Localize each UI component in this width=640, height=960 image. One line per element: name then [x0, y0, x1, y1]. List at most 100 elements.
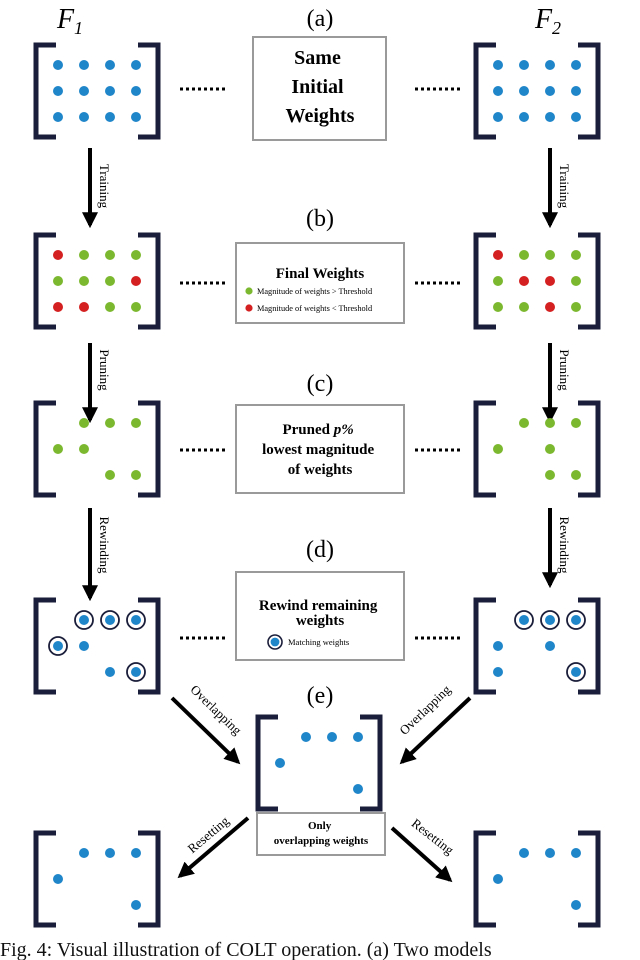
- weight-dot-green: [545, 470, 555, 480]
- weight-dot-blue: [545, 615, 555, 625]
- weight-matrix-left-c: [33, 400, 161, 498]
- weight-dot-green: [53, 444, 63, 454]
- colt-diagram: F1 F2 (a) (b) (c) (d) (e) Same Initial W…: [33, 4, 601, 928]
- weight-dot-blue: [545, 848, 555, 858]
- weight-dot-blue: [131, 848, 141, 858]
- matrix-bracket: [255, 714, 278, 812]
- weight-dot-green: [545, 444, 555, 454]
- weight-matrix-right-d: [473, 597, 601, 695]
- weight-dot-green: [493, 302, 503, 312]
- weight-dot-green: [79, 444, 89, 454]
- weight-dot-blue: [79, 848, 89, 858]
- weight-dot-blue: [519, 60, 529, 70]
- weight-dot-blue: [105, 667, 115, 677]
- stage-d-text: Rewind remaining weights: [259, 598, 381, 629]
- weight-matrix-left-b: [33, 232, 161, 330]
- weight-dot-green: [131, 470, 141, 480]
- weight-dot-green: [493, 276, 503, 286]
- weight-dot-blue: [493, 667, 503, 677]
- weight-dot-green: [493, 444, 503, 454]
- vertical-arrows: [82, 148, 558, 602]
- weight-matrix-right-a: [473, 42, 601, 140]
- weight-dot-green: [53, 276, 63, 286]
- weight-dot-red: [53, 250, 63, 260]
- weight-dot-green: [571, 418, 581, 428]
- matrix-bracket: [578, 232, 601, 330]
- weight-matrix-right-c: [473, 400, 601, 498]
- weight-dot-blue: [571, 60, 581, 70]
- overlapping-label-right: Overlapping: [396, 681, 454, 737]
- matrix-bracket: [578, 400, 601, 498]
- weight-dot-green: [545, 250, 555, 260]
- weight-dot-blue: [53, 60, 63, 70]
- weight-dot-green: [105, 276, 115, 286]
- weight-dot-blue: [493, 60, 503, 70]
- weight-dot-green: [105, 250, 115, 260]
- overlapping-arrow-left: [170, 696, 241, 765]
- weight-dot-blue: [131, 667, 141, 677]
- weight-dot-green: [571, 250, 581, 260]
- stage-a-tag: (a): [307, 6, 334, 32]
- weight-dot-green: [105, 470, 115, 480]
- weight-dot-blue: [53, 112, 63, 122]
- weight-matrix-right-b: [473, 232, 601, 330]
- weight-dot-blue: [353, 784, 363, 794]
- weight-dot-blue: [493, 86, 503, 96]
- weight-dot-green: [545, 418, 555, 428]
- weight-dot-green: [79, 276, 89, 286]
- weight-matrix-left-a: [33, 42, 161, 140]
- matrix-bracket: [138, 830, 161, 928]
- stage-b-tag: (b): [306, 206, 334, 232]
- weight-dot-blue: [53, 86, 63, 96]
- resetting-arrow-left: [177, 816, 250, 879]
- weight-dot-blue: [79, 86, 89, 96]
- weight-dot-blue: [519, 112, 529, 122]
- weight-dot-blue: [571, 900, 581, 910]
- matrix-bracket: [138, 597, 161, 695]
- weight-dot-red: [53, 302, 63, 312]
- weight-dot-green: [79, 250, 89, 260]
- weight-dot-blue: [493, 641, 503, 651]
- training-label-right: Training: [557, 164, 572, 209]
- stage-a-box: [252, 36, 387, 141]
- weight-dot-red: [493, 250, 503, 260]
- weight-dot-blue: [105, 848, 115, 858]
- matrix-bracket: [473, 232, 496, 330]
- weight-dot-blue: [545, 86, 555, 96]
- weight-dot-blue: [105, 86, 115, 96]
- weight-dot-blue: [571, 615, 581, 625]
- weight-matrix-right-f: [473, 830, 601, 928]
- matrix-bracket: [473, 597, 496, 695]
- matrix-bracket: [473, 400, 496, 498]
- weight-dot-green: [105, 302, 115, 312]
- matrix-bracket: [578, 597, 601, 695]
- weight-dot-blue: [301, 732, 311, 742]
- weight-dot-blue: [545, 641, 555, 651]
- weight-dot-blue: [131, 86, 141, 96]
- weight-dot-blue: [545, 60, 555, 70]
- weight-dot-blue: [131, 60, 141, 70]
- legend-above-threshold: Magnitude of weights > Threshold: [257, 287, 373, 296]
- weight-dot-green: [519, 418, 529, 428]
- weight-dot-blue: [519, 86, 529, 96]
- weight-dot-blue: [53, 641, 63, 651]
- stage-e-box: [256, 812, 386, 856]
- weight-dot-blue: [131, 112, 141, 122]
- weight-dot-blue: [105, 615, 115, 625]
- weight-dot-blue: [571, 667, 581, 677]
- stage-b-box: [235, 242, 405, 324]
- stage-a-text: Same Initial Weights: [286, 47, 355, 127]
- weight-dot-green: [571, 302, 581, 312]
- rewinding-label-left: Rewinding: [97, 516, 112, 574]
- diagonal-arrows: [170, 696, 472, 883]
- weight-dot-green: [519, 302, 529, 312]
- legend-green-dot: [245, 287, 253, 295]
- model-2-title: F2: [534, 4, 561, 38]
- weight-dot-red: [519, 276, 529, 286]
- weight-dot-blue: [353, 732, 363, 742]
- matrix-bracket: [578, 830, 601, 928]
- weight-dot-green: [131, 418, 141, 428]
- legend-matching-dot: [270, 637, 280, 647]
- stage-c-tag: (c): [307, 371, 334, 397]
- weight-dot-green: [519, 250, 529, 260]
